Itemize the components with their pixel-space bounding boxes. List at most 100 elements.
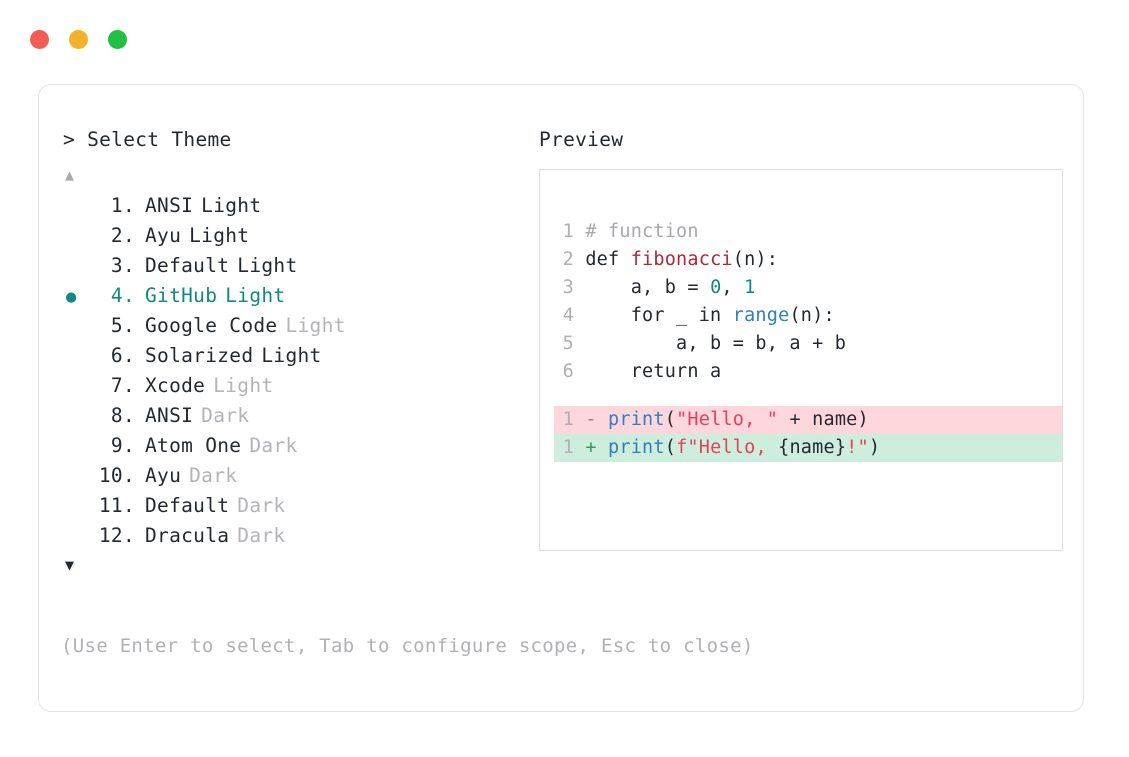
diff-sign: - [585, 409, 597, 430]
code-token-builtin: print [608, 409, 665, 430]
code-token-func: fibonacci [630, 249, 733, 270]
theme-item-variant: Light [225, 284, 286, 307]
code-token-string: "Hello, " [676, 409, 779, 430]
line-number: 4 [562, 305, 574, 326]
line-number: 1 [562, 437, 574, 458]
line-number: 6 [562, 361, 574, 382]
code-line: 6 return a [554, 358, 1062, 386]
diff-sign: + [585, 437, 597, 458]
code-token-string: f"Hello, [676, 437, 779, 458]
theme-item-index: 1. [110, 194, 135, 217]
code-token-num: 0 [710, 277, 722, 298]
theme-list-item[interactable]: 6. Solarized Light [63, 341, 523, 371]
code-token-plain: for _ in [585, 305, 733, 326]
theme-item-index: 6. [110, 344, 135, 367]
theme-item-index: 11. [98, 494, 135, 517]
theme-item-name: Atom One [145, 434, 242, 457]
theme-item-index: 8. [110, 404, 135, 427]
code-token-plain: , [721, 277, 745, 298]
theme-item-index: 3. [110, 254, 135, 277]
code-token-plain: {name} [778, 437, 847, 458]
theme-item-name: Default [145, 494, 230, 517]
theme-item-name: Ayu [145, 224, 182, 247]
theme-item-index: 7. [110, 374, 135, 397]
diff-line-del: 1 - print("Hello, " + name) [554, 406, 1062, 434]
code-line: 4 for _ in range(n): [554, 302, 1062, 330]
minimize-button[interactable] [69, 30, 88, 49]
code-token-comment: # function [585, 221, 699, 242]
code-line: 1 # function [554, 218, 1062, 246]
code-token-string: !" [846, 437, 869, 458]
theme-item-index: 9. [110, 434, 135, 457]
theme-item-variant: Dark [201, 404, 250, 427]
code-line: 3 a, b = 0, 1 [554, 274, 1062, 302]
theme-list-item[interactable]: 7. Xcode Light [63, 371, 523, 401]
code-token-plain: a, b = [585, 277, 711, 298]
code-token-builtin: print [608, 437, 665, 458]
theme-list-item[interactable]: ● 4. GitHub Light [63, 281, 523, 311]
code-token-plain: def [585, 249, 631, 270]
theme-item-variant: Light [189, 224, 250, 247]
theme-list-item[interactable]: 8. ANSI Dark [63, 401, 523, 431]
theme-list-item[interactable]: 3. Default Light [63, 251, 523, 281]
theme-item-index: 10. [98, 464, 135, 487]
code-line: 5 a, b = b, a + b [554, 330, 1062, 358]
theme-item-index: 12. [98, 524, 135, 547]
scroll-up-icon[interactable]: ▲ [65, 166, 75, 184]
line-number: 1 [562, 409, 574, 430]
theme-item-index: 5. [110, 314, 135, 337]
line-number: 5 [562, 333, 574, 354]
code-spacer [554, 386, 1062, 406]
theme-item-variant: Light [237, 254, 298, 277]
scroll-down-icon[interactable]: ▼ [65, 556, 75, 574]
theme-item-name: Google Code [145, 314, 278, 337]
code-line: 2 def fibonacci(n): [554, 246, 1062, 274]
theme-list-item[interactable]: 1. ANSI Light [63, 191, 523, 221]
code-token-plain: a, b = b, a + b [585, 333, 847, 354]
help-text: (Use Enter to select, Tab to configure s… [61, 635, 754, 657]
theme-item-name: GitHub [145, 284, 218, 307]
theme-item-index: 2. [110, 224, 135, 247]
code-token-num: 1 [744, 277, 756, 298]
theme-item-name: Solarized [145, 344, 254, 367]
theme-list-item[interactable]: 2. Ayu Light [63, 221, 523, 251]
code-token-plain: + name) [778, 409, 869, 430]
theme-list-item[interactable]: 12. Dracula Dark [63, 521, 523, 551]
theme-item-variant: Light [201, 194, 262, 217]
line-number: 1 [562, 221, 574, 242]
code-token-plain: ) [868, 437, 881, 458]
theme-item-name: Ayu [145, 464, 182, 487]
theme-list-item[interactable]: 11. Default Dark [63, 491, 523, 521]
theme-item-variant: Dark [237, 494, 286, 517]
zoom-button[interactable] [108, 30, 127, 49]
theme-list-item[interactable]: 9. Atom One Dark [63, 431, 523, 461]
theme-item-variant: Dark [249, 434, 298, 457]
theme-item-name: Xcode [145, 374, 206, 397]
code-token-plain: return a [585, 361, 722, 382]
preview-title: Preview [539, 128, 624, 151]
theme-item-name: Default [145, 254, 230, 277]
theme-item-variant: Light [213, 374, 274, 397]
selected-bullet-icon: ● [66, 287, 77, 307]
theme-item-name: ANSI [145, 194, 194, 217]
selector-prompt: > Select Theme [63, 128, 232, 151]
theme-item-variant: Light [261, 344, 322, 367]
theme-item-variant: Dark [237, 524, 286, 547]
code-token-plain: (n): [789, 305, 835, 326]
theme-item-name: Dracula [145, 524, 230, 547]
code-token-plain: (n): [732, 249, 779, 270]
close-button[interactable] [30, 30, 49, 49]
theme-item-name: ANSI [145, 404, 194, 427]
code-token-builtin: range [732, 305, 790, 326]
diff-line-add: 1 + print(f"Hello, {name}!") [554, 434, 1062, 462]
theme-item-index: 4. [110, 284, 135, 307]
